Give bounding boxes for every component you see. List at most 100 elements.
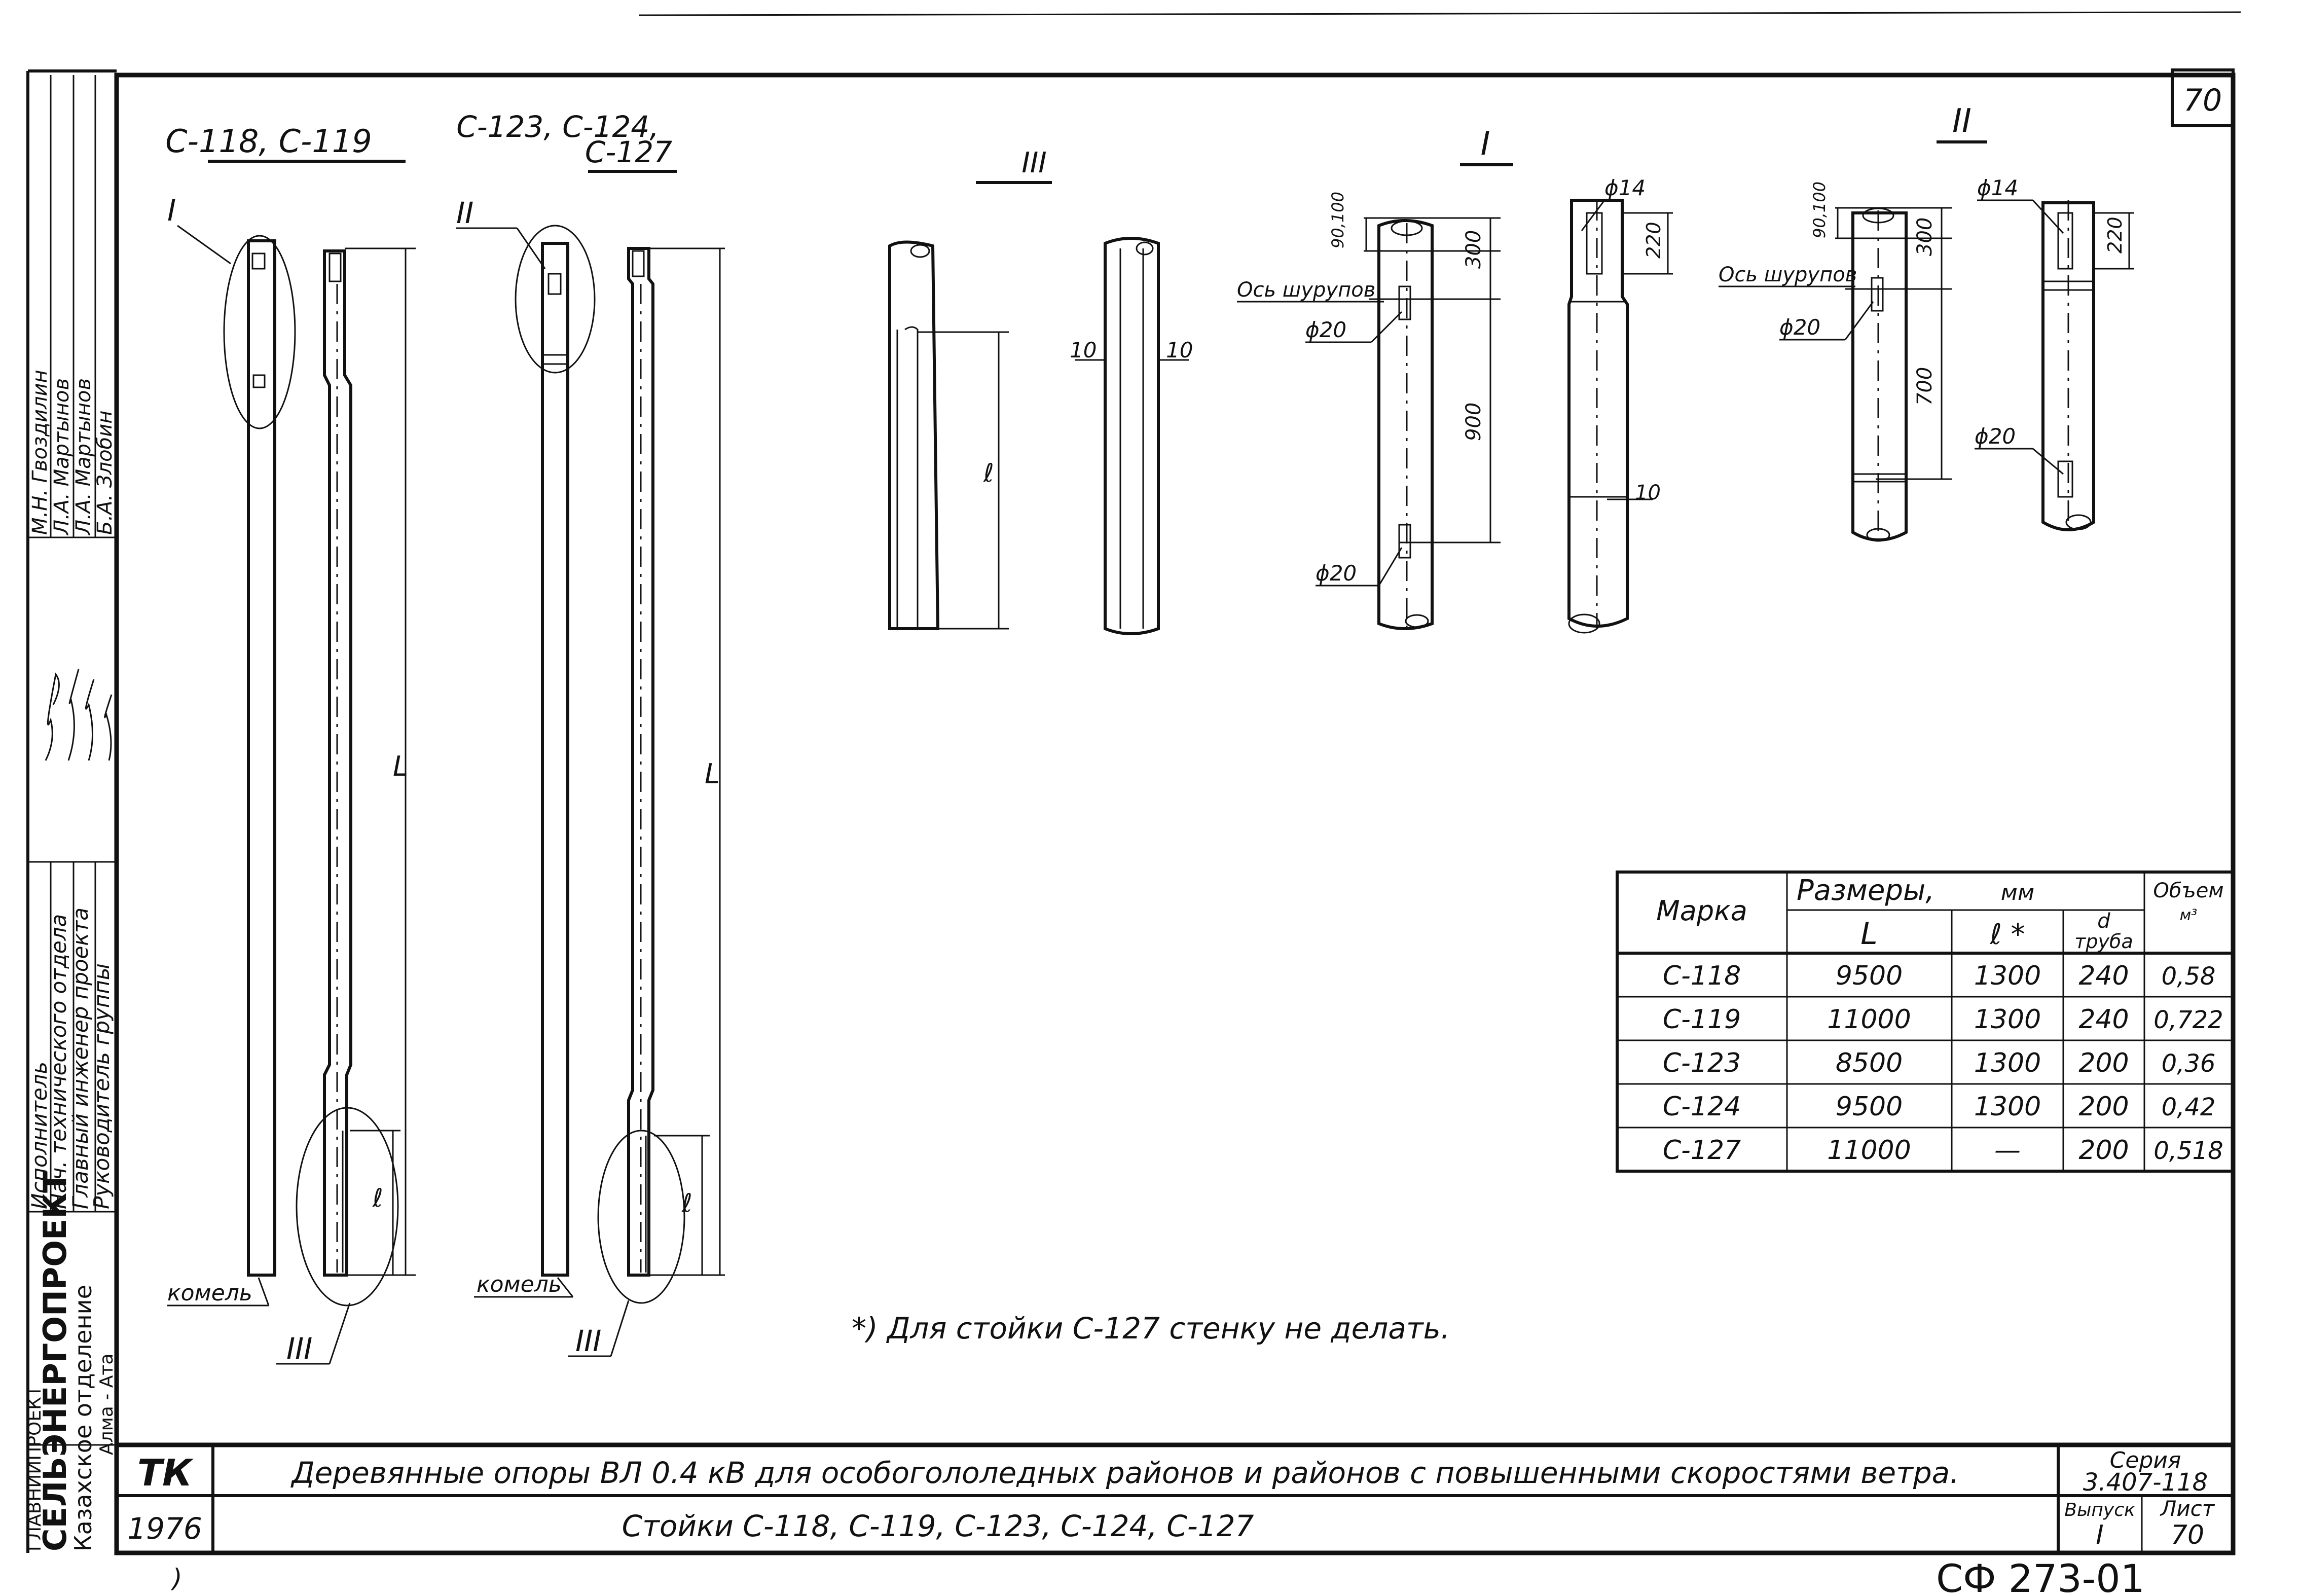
label-I-axis: Ось шурупов: [1237, 278, 1375, 302]
table-cell-marka: С-124: [1663, 1092, 1741, 1122]
table-cell-marka: С-123: [1663, 1048, 1741, 1078]
dim-I-220: 220: [1642, 222, 1665, 259]
table-cell-l: 1300: [1974, 1092, 2041, 1122]
detail-II-title: II: [1952, 102, 1972, 140]
dim-II-700: 700: [1913, 367, 1937, 406]
dim-L-c123: L: [705, 758, 720, 790]
title-seriya-label: Серия: [2110, 1447, 2181, 1473]
dim-l-c118: ℓ: [372, 1183, 383, 1213]
dim-II-90-100: 90,100: [1810, 182, 1829, 238]
view-title-c127: С-127: [585, 135, 672, 169]
callout-II: II: [456, 196, 473, 230]
footnote: *) Для стойки С-127 стенку не делать.: [852, 1311, 1450, 1346]
table-header-volume: Объем: [2153, 879, 2223, 902]
label-I-phi14: ϕ14: [1604, 175, 1646, 200]
title-year: 1976: [127, 1511, 202, 1546]
title-tk: ТК: [137, 1452, 194, 1494]
view-title-c118: С-118, С-119: [165, 123, 372, 160]
stray-mark: ): [170, 1564, 182, 1593]
table-header-mm: мм: [2001, 880, 2034, 905]
table-cell-L: 9500: [1836, 961, 1903, 991]
side-role-3: Исполнитель: [27, 1062, 52, 1209]
table-cell-marka: С-118: [1663, 961, 1741, 991]
callout-ellipse-III-a: [296, 1107, 399, 1307]
document-code: СФ 273-01: [1936, 1556, 2145, 1596]
table-header-truba: труба: [2074, 930, 2133, 953]
dim-I-10: 10: [1635, 481, 1661, 504]
table-cell-volume: 0,36: [2162, 1049, 2216, 1078]
table-header-sizes: Размеры,: [1797, 874, 1934, 907]
table-cell-volume: 0,518: [2153, 1137, 2223, 1165]
title-vypusk-label: Выпуск: [2064, 1500, 2135, 1520]
table-cell-l: 1300: [1974, 961, 2041, 991]
dim-I-900: 900: [1462, 403, 1485, 441]
table-cell-marka: С-127: [1663, 1135, 1741, 1166]
dim-10b: 10: [1166, 338, 1193, 362]
side-org-4: Алма - Ата: [96, 1354, 117, 1455]
signatures: [45, 669, 113, 761]
table-cell-volume: 0,722: [2153, 1006, 2223, 1034]
side-role-2: Руководитель группы: [89, 963, 114, 1209]
title-list-label: Лист: [2160, 1496, 2215, 1521]
detail-I-front: [1377, 219, 1434, 630]
table-row: С-124 9500 1300 200 0,42: [1663, 1092, 2216, 1122]
table-cell-l: 1300: [1974, 1004, 2041, 1035]
table-cell-l: —: [1994, 1135, 2021, 1166]
table-cell-l: 1300: [1974, 1048, 2041, 1078]
dim-II-300: 300: [1913, 217, 1937, 256]
title-vypusk: I: [2096, 1520, 2103, 1550]
table-header-d: d: [2097, 910, 2110, 933]
title-main: Деревянные опоры ВЛ 0.4 кВ для особоголо…: [290, 1456, 1959, 1490]
label-I-phi20b: ϕ20: [1316, 561, 1357, 586]
table-cell-d: 240: [2078, 1004, 2129, 1035]
side-name-2: Л.А. Мартынов: [72, 378, 95, 536]
section-III-title: III: [1021, 147, 1047, 179]
section-III-front: [888, 240, 940, 630]
side-name-0: М.Н. Гвоздилин: [28, 370, 52, 535]
table-cell-volume: 0,42: [2162, 1093, 2216, 1121]
table-cell-d: 240: [2078, 961, 2129, 991]
title-subtitle: Стойки С-118, С-119, С-123, С-124, С-127: [622, 1509, 1254, 1543]
pole-c118-front: [247, 239, 276, 1277]
label-I-phi20a: ϕ20: [1305, 317, 1346, 342]
dim-II-220: 220: [2104, 216, 2126, 253]
table-row: С-118 9500 1300 240 0,58: [1663, 961, 2216, 991]
side-role-1: Главный инженер проекта: [68, 908, 93, 1209]
callout-III-a: III: [286, 1331, 312, 1366]
callout-III-b: III: [575, 1324, 601, 1358]
table-cell-L: 11000: [1827, 1135, 1911, 1166]
callout-I: I: [167, 193, 176, 228]
sizes-table: [1616, 870, 2235, 1173]
table-row: С-119 11000 1300 240 0,722: [1663, 1004, 2223, 1035]
callout-ellipse-I: [223, 235, 296, 429]
table-cell-d: 200: [2078, 1048, 2129, 1078]
dim-I-300: 300: [1462, 230, 1485, 269]
title-block: [117, 1442, 2233, 1553]
callout-ellipse-II: [515, 225, 596, 374]
table-cell-L: 8500: [1836, 1048, 1903, 1078]
label-komel-b: комель: [477, 1272, 562, 1297]
title-list: 70: [2171, 1520, 2204, 1550]
label-II-phi20a: ϕ20: [1779, 315, 1820, 340]
table-row: С-127 11000 — 200 0,518: [1663, 1135, 2223, 1166]
dim-l-section: ℓ: [983, 458, 994, 488]
dim-10a: 10: [1070, 338, 1097, 362]
detail-I-side: [1567, 199, 1629, 628]
title-seriya: 3.407-118: [2083, 1468, 2208, 1497]
side-name-3: Б.А. Злобин: [93, 411, 117, 535]
dim-I-90-100: 90,100: [1328, 192, 1347, 248]
table-header-marka: Марка: [1656, 895, 1747, 927]
table-cell-d: 200: [2078, 1092, 2129, 1122]
side-org-2: СЕЛЬЭНЕРГОПРОЕКТ: [36, 1172, 74, 1551]
label-II-phi14: ϕ14: [1977, 175, 2018, 200]
view-title-c123: С-123, С-124,: [456, 110, 659, 144]
label-II-axis: Ось шурупов: [1719, 263, 1857, 286]
detail-II-front: [1851, 211, 1908, 541]
table-header-L: L: [1860, 916, 1877, 952]
detail-II-side: [2041, 201, 2095, 531]
side-org-3: Казахское отделение: [69, 1285, 97, 1551]
dim-L-c118: L: [393, 750, 408, 782]
corner-sheet-number: 70: [2183, 83, 2222, 118]
table-cell-L: 9500: [1836, 1092, 1903, 1122]
